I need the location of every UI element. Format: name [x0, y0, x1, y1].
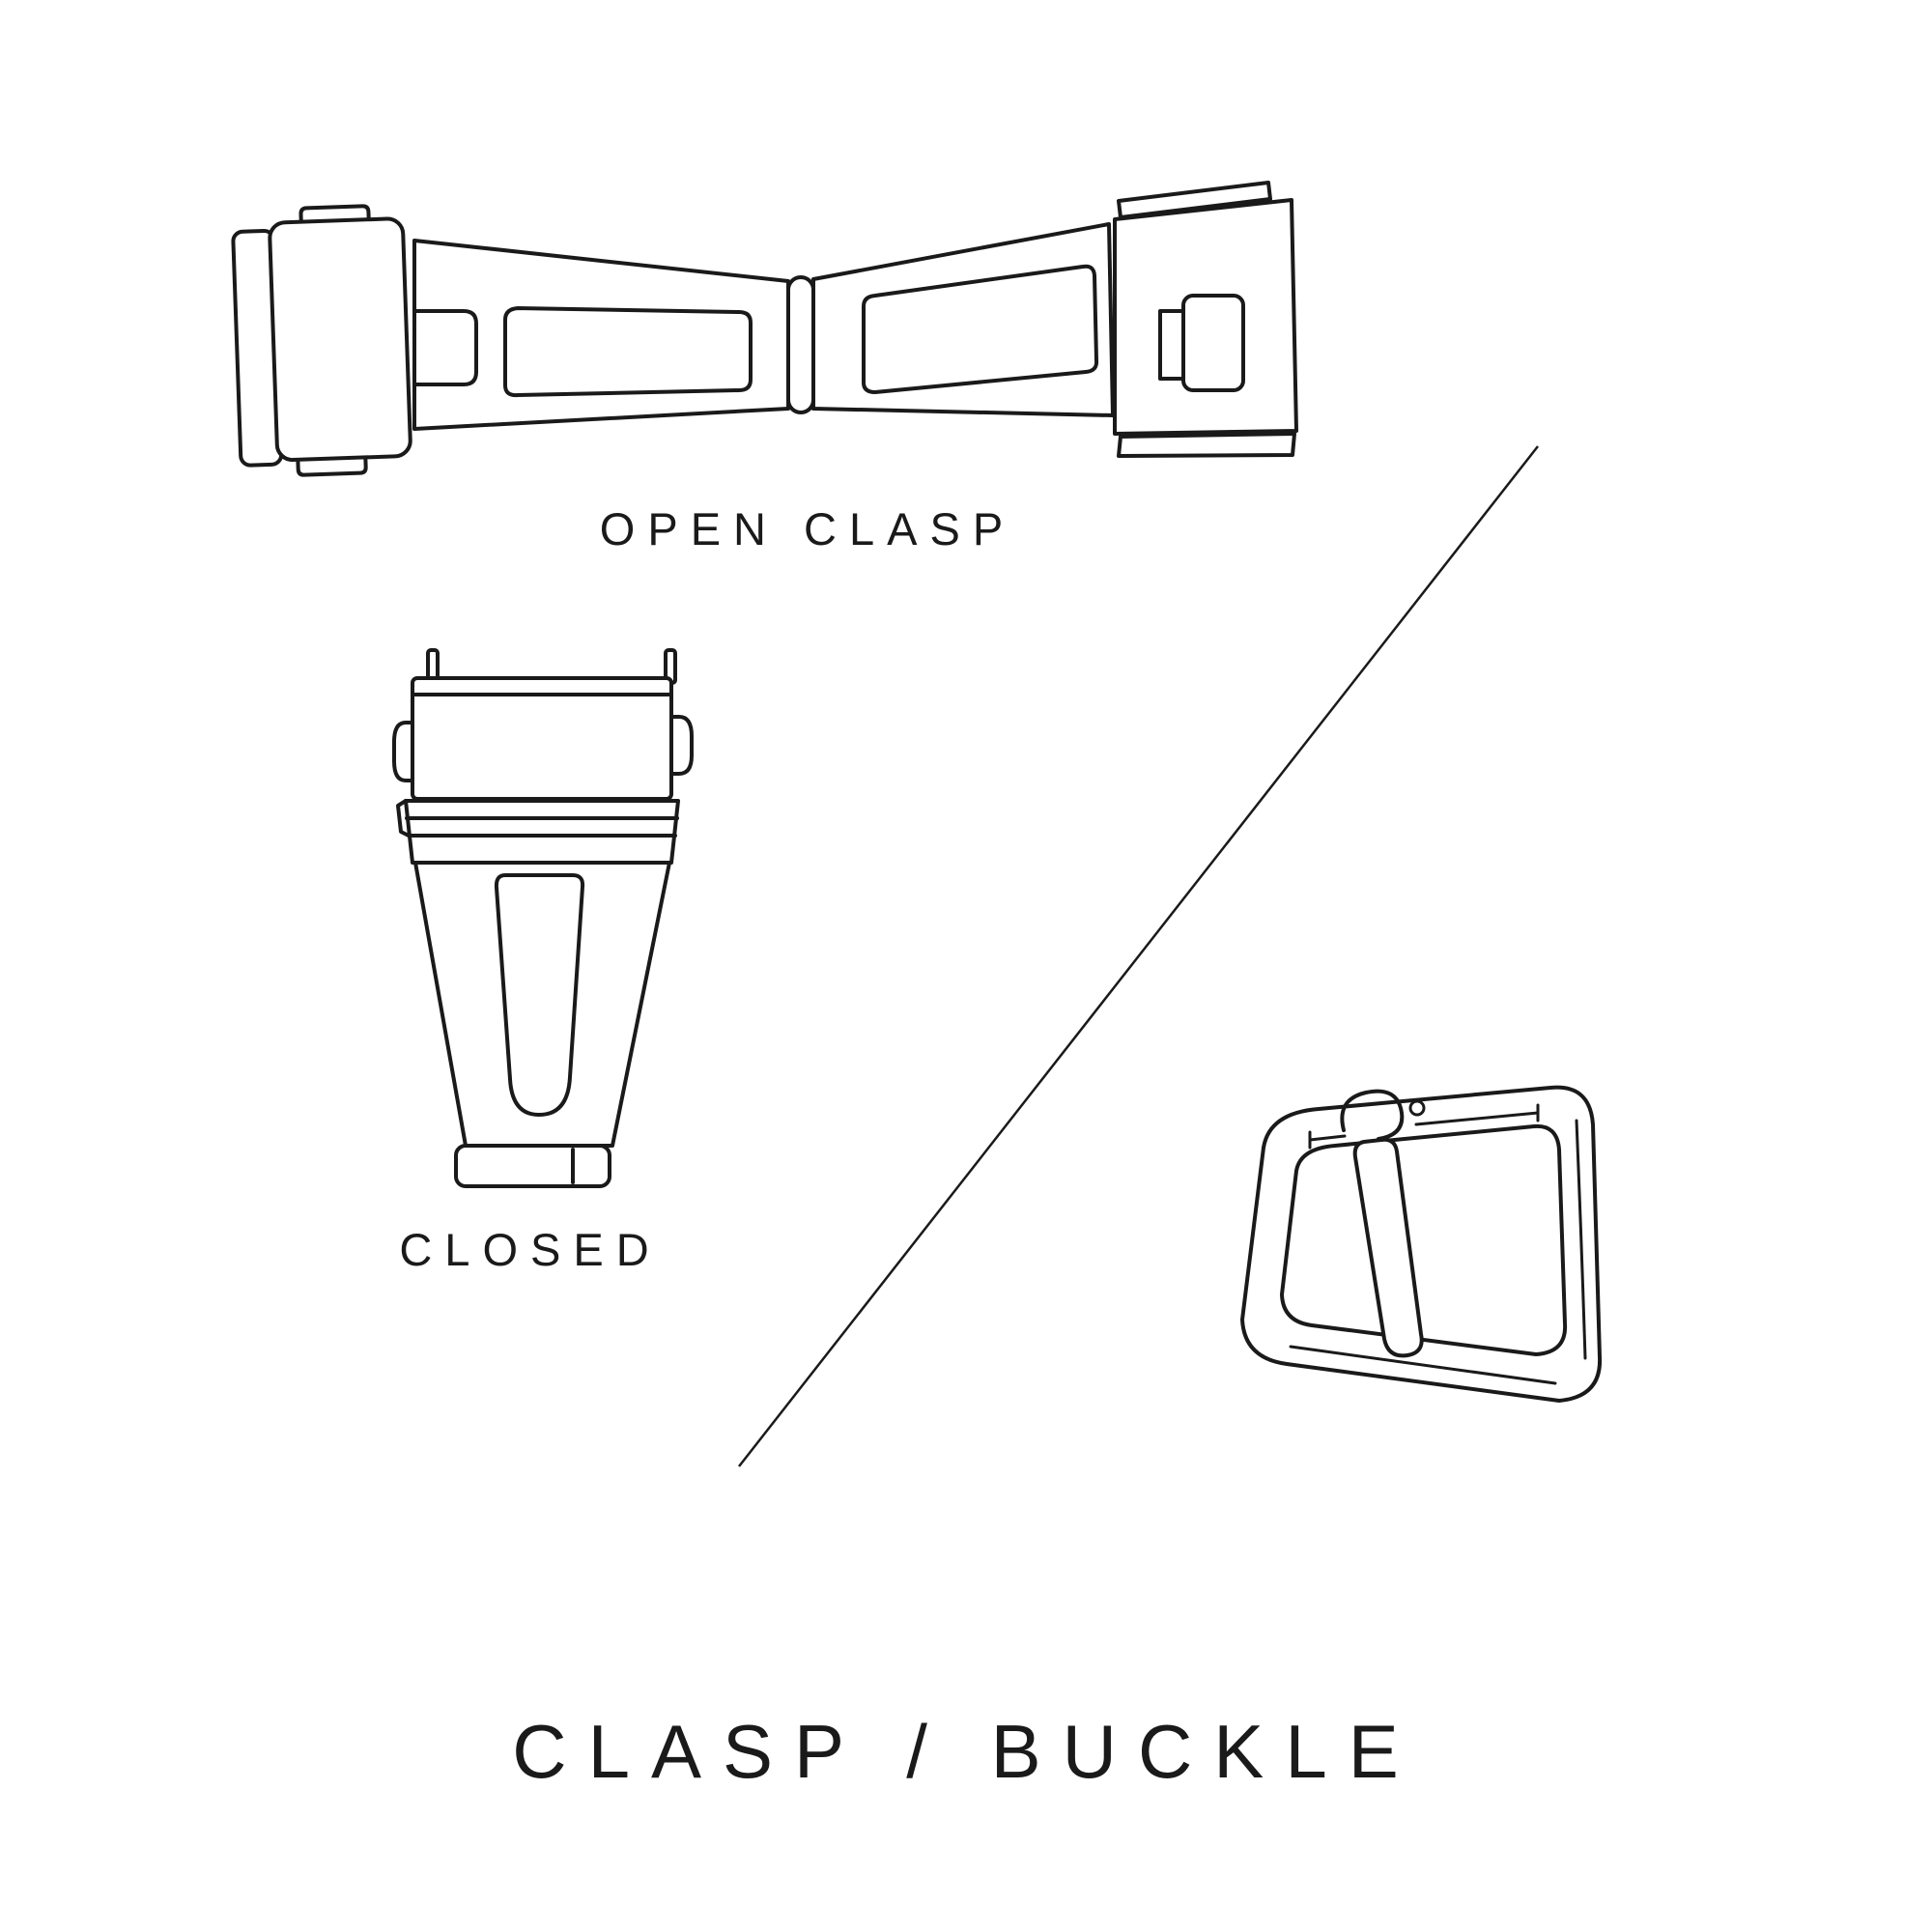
closed-clasp-label: CLOSED: [399, 1224, 662, 1275]
page-title: CLASP / BUCKLE: [512, 1709, 1420, 1794]
pin-buckle-illustration: [1240, 1085, 1603, 1403]
open-clasp-illustration: [231, 181, 1298, 477]
section-divider-line: [738, 445, 1539, 1467]
open-clasp-label: OPEN CLASP: [599, 503, 1016, 554]
closed-clasp-illustration: [392, 648, 694, 1188]
